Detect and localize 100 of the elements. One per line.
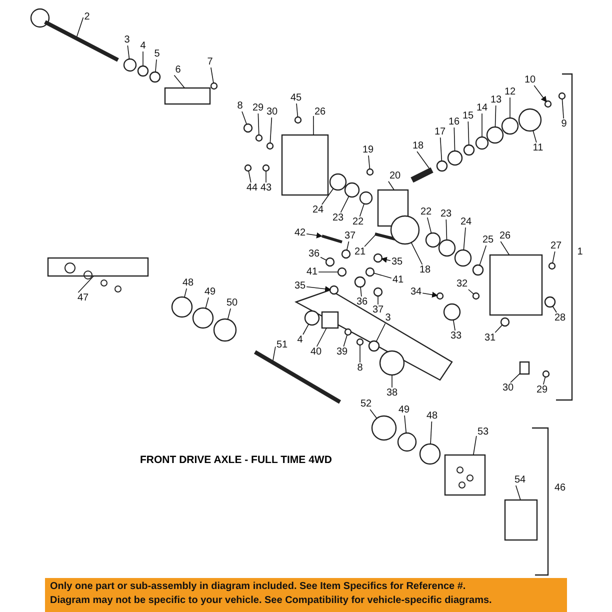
leader-line (479, 245, 487, 266)
callout-number: 41 (305, 266, 319, 278)
leader-line (410, 242, 423, 265)
callout-number: 38 (385, 388, 399, 398)
part-ring (244, 164, 252, 172)
callout-number: 19 (361, 144, 375, 156)
leader-line (205, 297, 209, 309)
leader-line (313, 116, 314, 136)
callout-number: 39 (335, 346, 349, 358)
callout-number: 23 (439, 208, 453, 220)
part-ring (304, 310, 320, 326)
leader-line (562, 98, 564, 119)
part-ring (548, 262, 556, 270)
callout-number: 16 (447, 116, 461, 128)
callout-number: 40 (309, 346, 323, 358)
leader-line (316, 328, 327, 347)
callout-number: 2 (83, 12, 91, 22)
callout-number: 43 (259, 182, 273, 194)
callout-number: 26 (313, 106, 327, 118)
part-ring (544, 100, 552, 108)
leader-line (364, 234, 376, 247)
part-ring (436, 160, 448, 172)
part-ring (368, 340, 380, 352)
callout-number: 10 (523, 74, 537, 86)
callout-number: 53 (476, 426, 490, 438)
callout-number: 37 (371, 304, 385, 316)
leader-line (142, 51, 144, 66)
part-ring (243, 123, 253, 133)
callout-number: 26 (498, 230, 512, 242)
leader-line (416, 151, 430, 169)
leader-line (430, 421, 432, 444)
callout-number: 29 (251, 102, 265, 114)
leader-line (210, 67, 214, 84)
leader-line (534, 85, 547, 102)
part-ring (373, 287, 383, 297)
callout-number: 11 (532, 142, 544, 154)
callout-number: 21 (353, 246, 367, 258)
callout-number: 23 (331, 212, 345, 224)
part-ring (359, 191, 373, 205)
part-ring (210, 82, 218, 90)
callout-number: 51 (275, 340, 289, 350)
leader-line (272, 346, 276, 361)
part-housing (444, 454, 486, 496)
part-ring (472, 292, 480, 300)
leader-line (302, 324, 310, 335)
leader-line (368, 155, 370, 170)
leader-line (78, 276, 94, 293)
part-ring (371, 415, 397, 441)
part-ring (419, 443, 441, 465)
part-ring (472, 264, 484, 276)
part-ring (500, 317, 510, 327)
leader-line (440, 137, 442, 162)
part-shaft (374, 232, 396, 240)
callout-number: 28 (553, 312, 567, 324)
part-housing (321, 311, 339, 329)
callout-number: 29 (535, 384, 549, 396)
part-housing (489, 254, 543, 316)
part-ring (137, 65, 149, 77)
callout-number: 13 (489, 94, 503, 106)
callout-number: 12 (503, 86, 517, 98)
leader-line (388, 181, 395, 190)
part-ring (475, 136, 489, 150)
leader-line (552, 251, 556, 264)
callout-number: 15 (461, 110, 475, 122)
callout-number: 8 (236, 100, 244, 112)
leader-line (380, 256, 391, 263)
callout-number: 6 (174, 64, 182, 76)
part-ring (325, 257, 335, 267)
part-ring (171, 296, 193, 318)
callout-number: 41 (391, 274, 405, 286)
leader-line (346, 241, 350, 250)
leader-line (532, 130, 537, 143)
notice-text: Only one part or sub-assembly in diagram included. See Item Specifics for Reference #. (50, 581, 466, 592)
leader-line (248, 170, 252, 183)
leader-line (452, 320, 456, 331)
part-ring (149, 71, 161, 83)
callout-number: 8 (356, 362, 364, 374)
callout-number: 5 (153, 48, 161, 60)
diagram-title: FRONT DRIVE AXLE - FULL TIME 4WD (140, 454, 332, 466)
part-ring (192, 307, 214, 329)
leader-line (127, 45, 130, 60)
callout-number: 25 (481, 234, 495, 246)
callout-number: 36 (355, 296, 369, 308)
leader-line (270, 117, 272, 144)
callout-number: 33 (449, 330, 463, 342)
part-ring (329, 173, 347, 191)
part-ring (213, 318, 237, 342)
callout-number: 4 (139, 40, 147, 52)
callout-number: 36 (307, 248, 321, 260)
callout-number: 3 (123, 34, 131, 46)
leader-line (184, 288, 188, 298)
callout-number: 24 (311, 204, 325, 216)
leader-line (322, 188, 334, 205)
leader-line (426, 217, 432, 234)
part-ring (337, 267, 347, 277)
part-ring (294, 116, 302, 124)
callout-number: 9 (560, 118, 568, 130)
part-shaft (44, 20, 119, 62)
leader-line (320, 256, 327, 261)
leader-line (463, 227, 466, 250)
